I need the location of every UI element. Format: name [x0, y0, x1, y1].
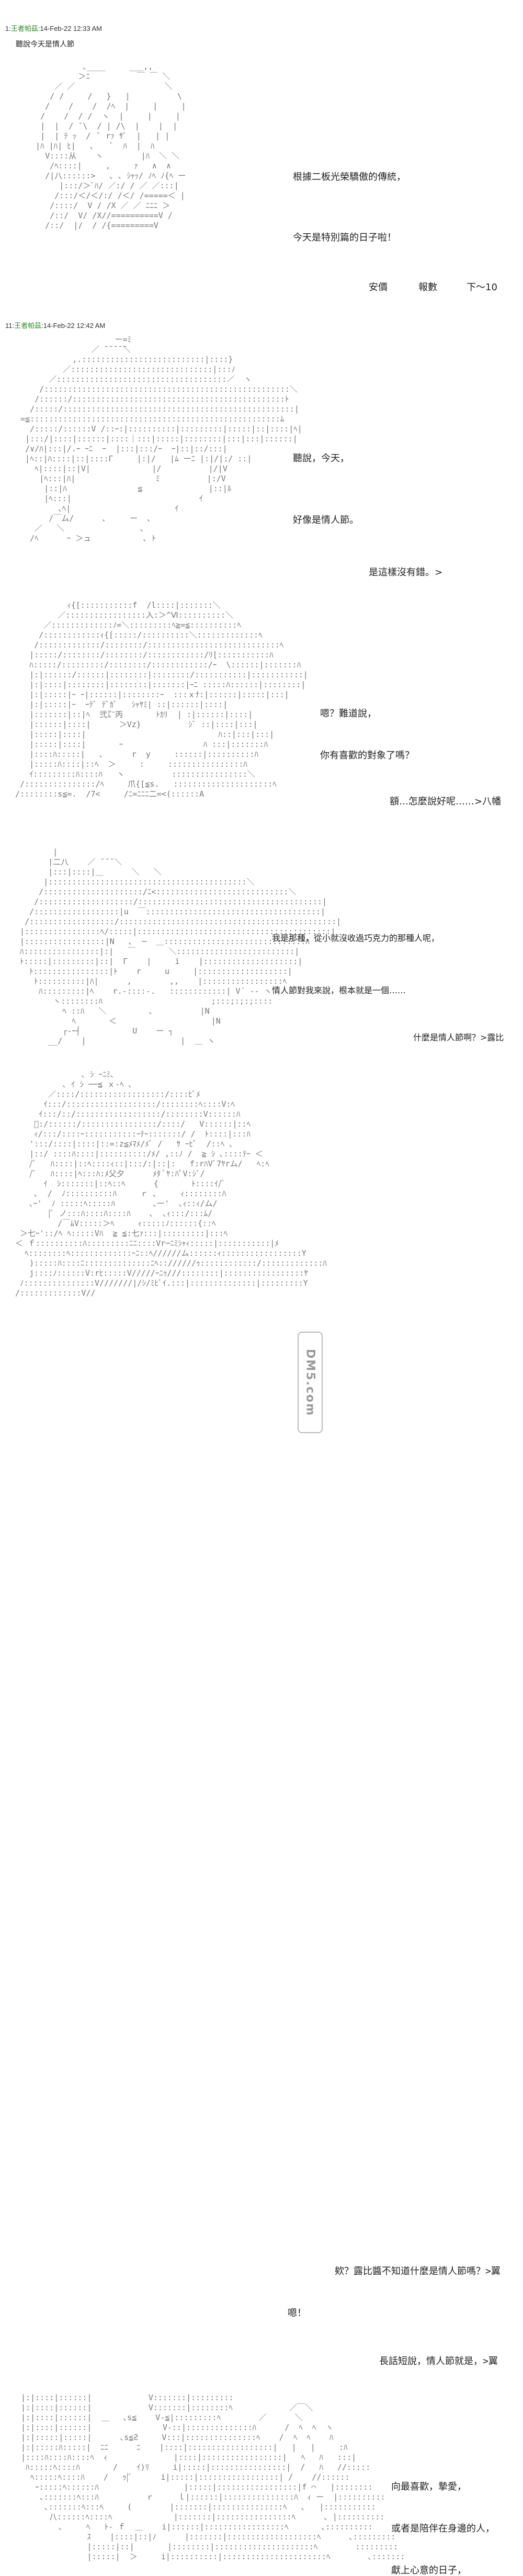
dialogue-line: 長話短說，情人節就是，>翼	[379, 2356, 498, 2367]
ascii-art-character-6: |:|::::|::::::| V:::::::|::::::::: |:|::…	[21, 2393, 405, 2561]
dialogue-line: 好像是情人節。	[293, 515, 359, 526]
dialogue-line: 報數	[418, 282, 437, 293]
dialogue-line: 欸？露比醬不知道什麼是情人節嗎？>翼	[335, 2266, 501, 2277]
poster-name[interactable]: 王者帕茲	[10, 25, 38, 32]
dialogue-line: 情人節對我來說，根本就是一個……	[272, 985, 406, 995]
dialogue-line: 下～10	[467, 282, 497, 293]
post-number: 11:	[5, 322, 15, 330]
site-watermark: DM5.com	[297, 1332, 323, 1433]
dialogue-line: 我是那種，從小就沒收過巧克力的那種人呢，	[272, 933, 440, 943]
dialogue-line: 今天是特別篇的日子啦！	[293, 232, 396, 243]
dialogue-line: 或者是陪伴在身邊的人，	[391, 2523, 495, 2534]
dialogue-line: 嗯？難道說，	[320, 708, 377, 719]
dialogue-line: 根據二板光榮驕傲的傳統，	[293, 172, 406, 183]
post-number: 1:	[5, 25, 11, 32]
dialogue-line: 什麼是情人節啊？>露比	[413, 1032, 504, 1042]
post-date: :14-Feb-22 12:33 AM	[38, 25, 102, 32]
ascii-art-character-3: ｨ{[:::::::::::f /l::::|:::::::＼ ／:::::::…	[15, 600, 308, 799]
post-header-1: 1:王者帕茲:14-Feb-22 12:33 AM	[5, 23, 102, 33]
intro-text: 聽說今天是情人節	[16, 40, 74, 49]
dialogue-line: 你有喜歡的對象了嗎？	[320, 750, 414, 761]
dialogue-line: 安價	[369, 282, 388, 293]
ascii-art-character-5: ､ ｼ ｰﾆﾐ､ ､ ｲ ｼ ──≦ ｘ-ﾍ ､ ／::::/:::::::::…	[15, 1070, 501, 2576]
ascii-art-character-4: | |二八 ／ ̄ ̄ ̄ ＼ |:::|::::|＿ ＼ ＼ |:::::::…	[20, 847, 342, 1046]
ascii-art-character-2: ー=ﾐ ／ ̄ ̄ ̄ ̄ ̄＼ ,.:::::::::::::::::::::…	[20, 335, 302, 543]
dialogue-line: 向最喜歡，摯愛，	[391, 2481, 467, 2492]
dialogue-line: 額…怎麼說好呢……>八幡	[390, 796, 502, 807]
post-date: :14-Feb-22 12:42 AM	[41, 322, 106, 330]
ascii-art-character-1: ､____ ___,, ＞ﾆ ￣ ￣ ＼ ／ ／ ＼ / / / } | \ /…	[36, 62, 186, 230]
dialogue-line: 嗯！	[288, 2308, 306, 2319]
dialogue-line: 聽說，今天，	[293, 453, 349, 464]
post-header-2: 11:王者帕茲:14-Feb-22 12:42 AM	[5, 320, 105, 330]
dialogue-line: 是這樣沒有錯。>	[369, 567, 443, 578]
poster-name[interactable]: 王者帕茲	[14, 322, 42, 330]
dialogue-line: 獻上心意的日子，	[391, 2565, 467, 2576]
